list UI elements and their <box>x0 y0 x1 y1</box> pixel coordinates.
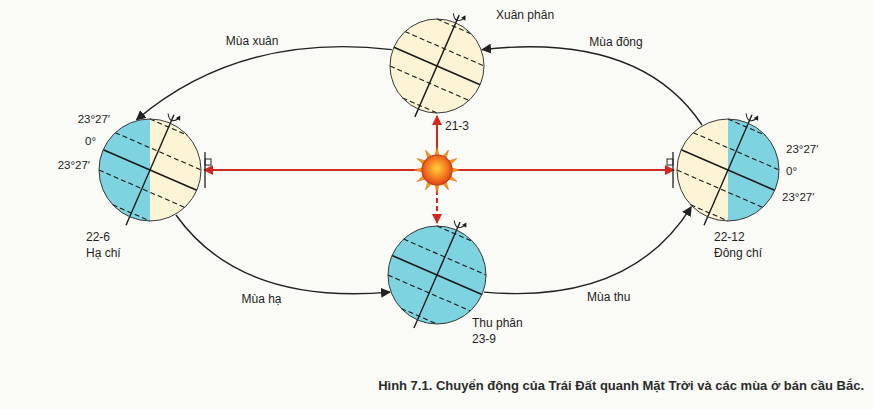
right-angle-mark <box>667 159 673 165</box>
season-point-label: 23-9 <box>470 332 498 346</box>
earth-axis <box>126 115 174 225</box>
sun <box>422 155 452 185</box>
earth-globe: Thu phân23-9 <box>387 225 487 325</box>
sun-rays <box>414 147 460 193</box>
rotation-arrowhead <box>176 114 183 121</box>
date-label: 22-12 <box>712 230 747 244</box>
globe-outline <box>99 119 201 221</box>
sun-ray-arrow <box>436 116 438 150</box>
latitude-label: 0° <box>784 164 799 178</box>
tangent-mark <box>672 152 673 188</box>
earth-axis <box>704 115 752 225</box>
globe <box>98 118 202 222</box>
latitude-label: 23°27′ <box>784 142 820 156</box>
latitude-label: 0° <box>83 134 98 148</box>
globe <box>676 118 780 222</box>
sun-ray-arrow <box>204 169 417 171</box>
night-side <box>99 119 150 221</box>
earth-globe: Xuân phân21-3 <box>389 18 485 114</box>
earth-axis <box>414 222 460 328</box>
rotation-arrowhead <box>461 14 468 21</box>
night-side <box>728 119 779 221</box>
rotation-arrowhead <box>754 114 761 121</box>
figure-caption: Hình 7.1. Chuyển động của Trái Đất quanh… <box>378 378 864 394</box>
sun-ray-arrow <box>436 190 438 223</box>
latitude-label: 23°27′ <box>780 190 816 204</box>
tangent-mark <box>204 152 205 188</box>
season-point-label: 21-3 <box>443 119 471 133</box>
globe <box>387 225 487 325</box>
date-label: Thu phân <box>470 316 525 330</box>
latitude-label: 23°27′ <box>56 158 92 172</box>
orbit-arrow <box>484 207 691 294</box>
earth-globe: 22-6Hạ chí <box>98 118 202 222</box>
season-point-label: Đông chí <box>712 246 764 260</box>
latitude-lines <box>372 0 503 136</box>
date-label: Xuân phân <box>494 8 556 22</box>
earth-axis <box>415 15 459 117</box>
orbit-arrow <box>482 47 702 125</box>
season-label: Mùa thu <box>585 290 632 304</box>
sun-ray-arrow <box>457 169 674 171</box>
globe-outline <box>677 119 779 221</box>
globe-outline <box>390 19 484 113</box>
rotation-arrowhead <box>462 221 469 228</box>
globe <box>389 18 485 114</box>
latitude-lines <box>657 93 799 246</box>
season-label: Mùa đông <box>587 35 644 49</box>
right-angle-mark <box>205 159 211 165</box>
latitude-label: 23°27′ <box>76 112 112 126</box>
date-label: 22-6 <box>84 230 112 244</box>
season-point-label: Hạ chí <box>84 246 123 260</box>
season-label: Mùa hạ <box>239 292 283 306</box>
orbit-arrow <box>176 215 390 294</box>
earth-globe: 22-12Đông chí <box>676 118 780 222</box>
globe-outline <box>388 226 486 324</box>
season-label: Mùa xuân <box>224 34 281 48</box>
orbit-arrow <box>137 47 392 120</box>
